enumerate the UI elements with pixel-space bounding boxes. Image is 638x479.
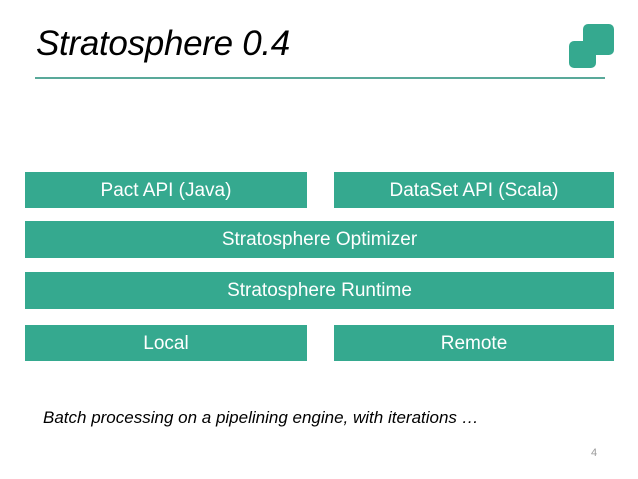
- logo-square-small-icon: [569, 41, 596, 68]
- stack-block-pact-api: Pact API (Java): [25, 172, 307, 208]
- stratosphere-logo: [566, 24, 618, 74]
- stack-block-local: Local: [25, 325, 307, 361]
- stack-block-remote: Remote: [334, 325, 614, 361]
- stack-block-runtime: Stratosphere Runtime: [25, 272, 614, 309]
- page-number: 4: [590, 447, 598, 459]
- stack-block-dataset-api: DataSet API (Scala): [334, 172, 614, 208]
- page-title: Stratosphere 0.4: [36, 24, 290, 63]
- stack-block-optimizer: Stratosphere Optimizer: [25, 221, 614, 258]
- slide-caption: Batch processing on a pipelining engine,…: [43, 408, 479, 427]
- title-divider: [35, 77, 605, 79]
